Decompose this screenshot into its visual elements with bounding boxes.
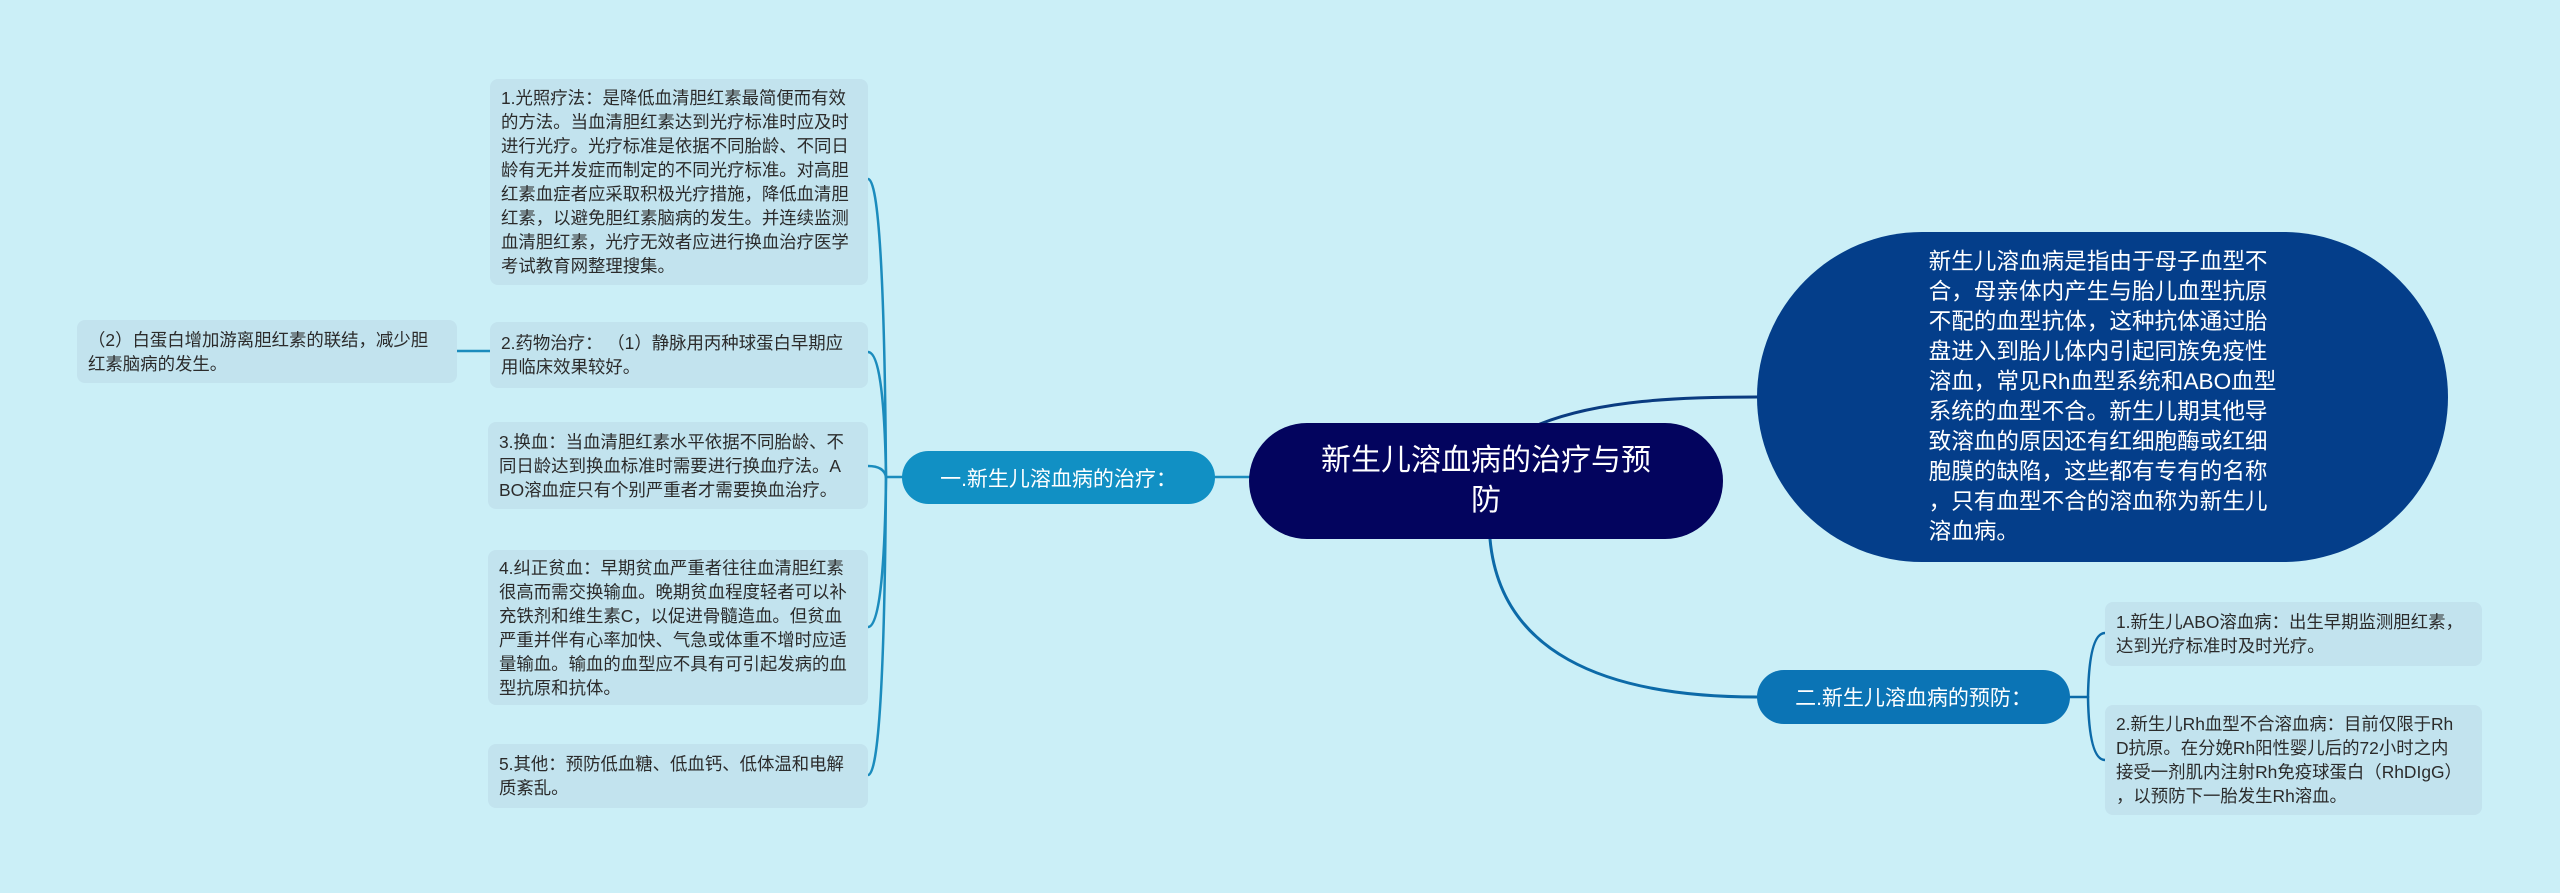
treatment-leaf-other[interactable]: 5.其他：预防低血糖、低血钙、低体温和电解 质紊乱。 [488, 744, 868, 808]
root-topic-title: 新生儿溶血病的治疗与预 防 [1321, 444, 1651, 517]
description-text: 新生儿溶血病是指由于母子血型不 合，母亲体内产生与胎儿血型抗原 不配的血型抗体，… [1928, 249, 2277, 544]
leaf-text: 5.其他：预防低血糖、低血钙、低体温和电解 质紊乱。 [499, 754, 844, 798]
connector-treatment-leaf-5 [866, 475, 888, 777]
root-topic[interactable]: 新生儿溶血病的治疗与预 防 [1249, 423, 1723, 539]
prevention-leaf-rh[interactable]: 2.新生儿Rh血型不合溶血病：目前仅限于Rh D抗原。在分娩Rh阳性婴儿后的72… [2105, 705, 2482, 815]
treatment-leaf-exchange-transfusion[interactable]: 3.换血：当血清胆红素水平依据不同胎龄、不 同日龄达到换血标准时需要进行换血疗法… [488, 422, 868, 509]
leaf-text: 1.新生儿ABO溶血病：出生早期监测胆红素， 达到光疗标准时及时光疗。 [2116, 612, 2463, 656]
prevention-leaf-abo[interactable]: 1.新生儿ABO溶血病：出生早期监测胆红素， 达到光疗标准时及时光疗。 [2105, 602, 2482, 666]
leaf-text: 4.纠正贫血：早期贫血严重者往往血清胆红素 很高而需交换输血。晚期贫血程度轻者可… [499, 557, 847, 698]
connector-treatment-leaf-4 [866, 475, 888, 629]
treatment-leaf-anemia[interactable]: 4.纠正贫血：早期贫血严重者往往血清胆红素 很高而需交换输血。晚期贫血程度轻者可… [488, 550, 868, 705]
description-topic[interactable]: 新生儿溶血病是指由于母子血型不 合，母亲体内产生与胎儿血型抗原 不配的血型抗体，… [1757, 232, 2448, 562]
connector-treatment-leaf-3 [866, 464, 888, 479]
connector-treatment-leaf-2 [866, 350, 888, 479]
treatment-leaf-phototherapy[interactable]: 1.光照疗法：是降低血清胆红素最简便而有效 的方法。当血清胆红素达到光疗标准时应… [490, 79, 868, 285]
connector-prevention-leaf-1 [2086, 631, 2107, 699]
connector-prevention-leaf-2 [2086, 695, 2107, 762]
leaf-text: 1.光照疗法：是降低血清胆红素最简便而有效 的方法。当血清胆红素达到光疗标准时应… [501, 88, 849, 276]
connector-root-prevention [1488, 537, 1759, 699]
treatment-subleaf-albumin[interactable]: （2）白蛋白增加游离胆红素的联结，减少胆 红素脑病的发生。 [77, 320, 457, 383]
branch-prevention-label: 二.新生儿溶血病的预防： [1795, 687, 2032, 710]
leaf-text: 2.新生儿Rh血型不合溶血病：目前仅限于Rh D抗原。在分娩Rh阳性婴儿后的72… [2116, 714, 2462, 806]
connector-root-description [1538, 395, 1759, 426]
leaf-text: 3.换血：当血清胆红素水平依据不同胎龄、不 同日龄达到换血标准时需要进行换血疗法… [499, 431, 844, 500]
branch-prevention[interactable]: 二.新生儿溶血病的预防： [1757, 670, 2070, 724]
leaf-text: 2.药物治疗： （1）静脉用丙种球蛋白早期应 用临床效果较好。 [501, 333, 844, 377]
branch-treatment-label: 一.新生儿溶血病的治疗： [940, 467, 1177, 491]
branch-treatment[interactable]: 一.新生儿溶血病的治疗： [902, 451, 1215, 504]
connector-treatment-leaf-1 [866, 177, 888, 479]
leaf-text: （2）白蛋白增加游离胆红素的联结，减少胆 红素脑病的发生。 [88, 329, 429, 374]
treatment-leaf-drug-therapy[interactable]: 2.药物治疗： （1）静脉用丙种球蛋白早期应 用临床效果较好。 [490, 322, 868, 388]
